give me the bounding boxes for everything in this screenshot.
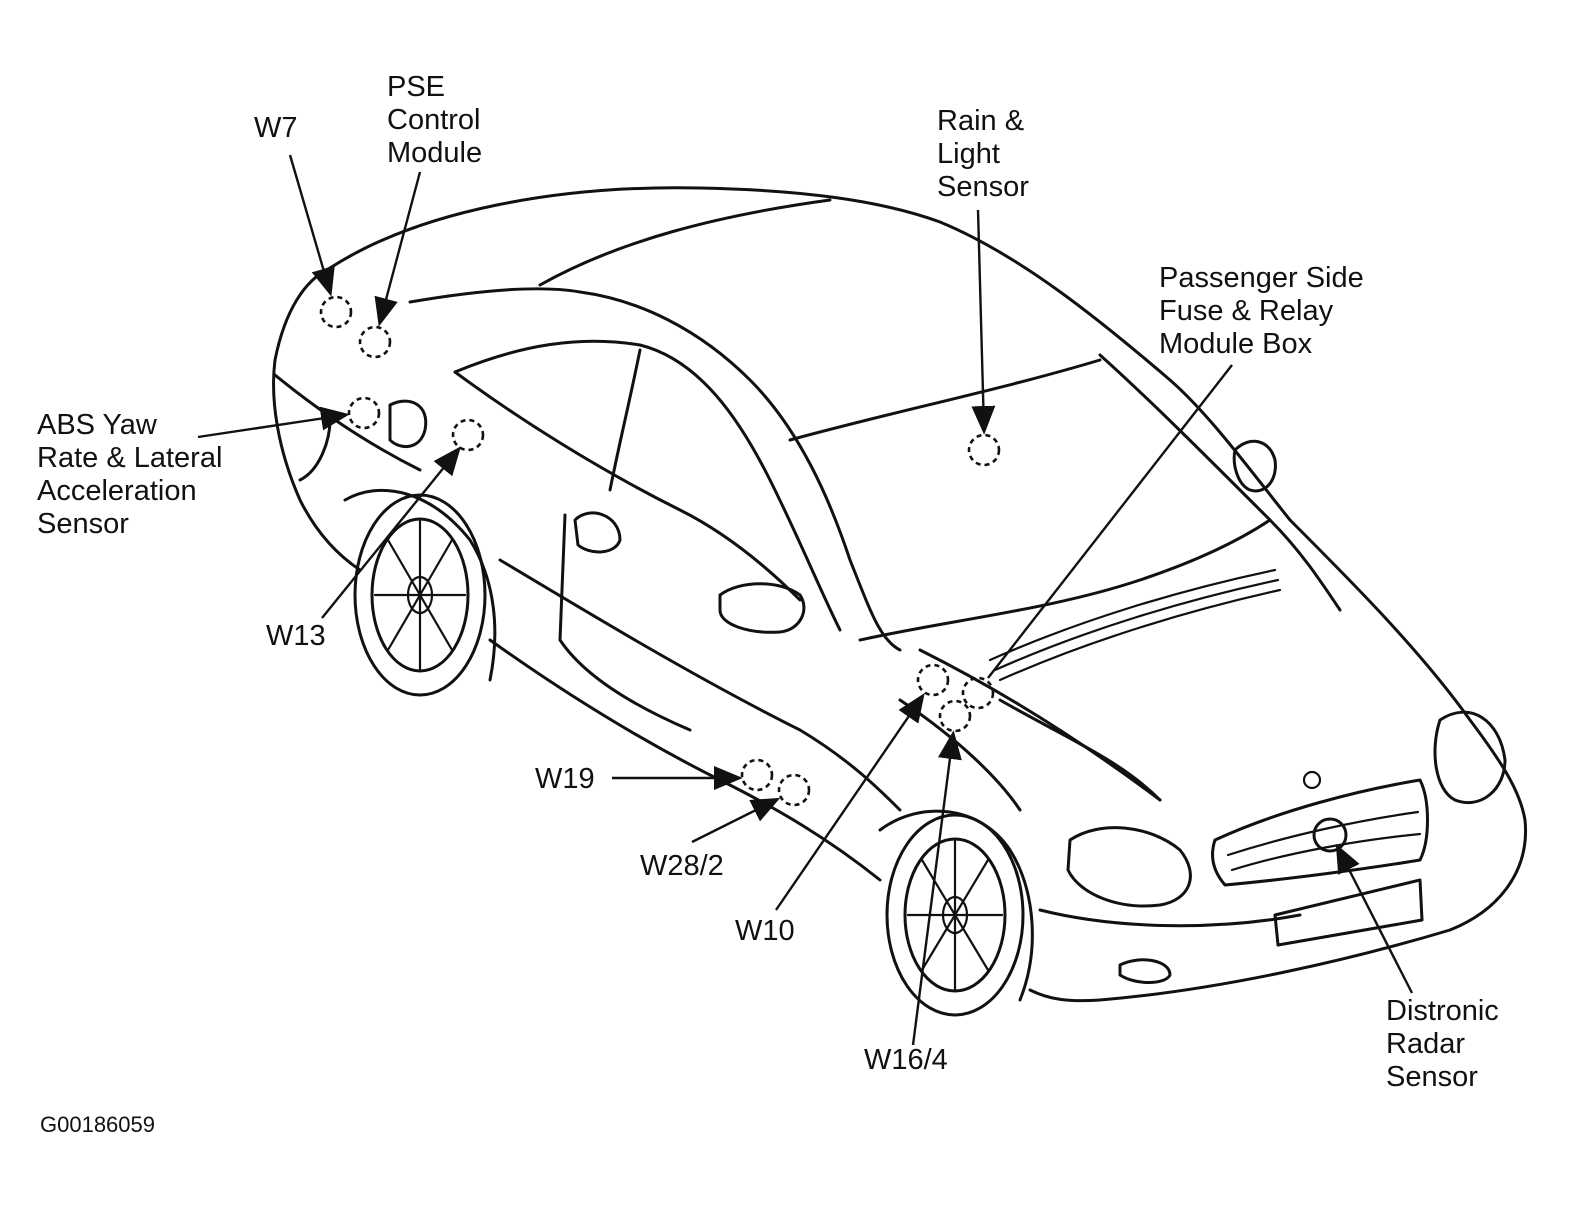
marker-w16-4 — [938, 699, 972, 733]
label-distronic-radar-sensor: Distronic Radar Sensor — [1386, 995, 1499, 1093]
label-w13: W13 — [266, 620, 326, 652]
figure-id: G00186059 — [40, 1112, 155, 1137]
marker-w19 — [740, 758, 774, 792]
leader-abs-yaw — [197, 406, 350, 439]
leader-rain-light — [971, 209, 996, 435]
marker-w28-2 — [777, 773, 811, 807]
leader-w28-2 — [691, 797, 781, 844]
marker-w10 — [916, 663, 950, 697]
leader-lines — [197, 154, 1414, 1046]
marker-w13 — [451, 418, 485, 452]
label-pse-control-module: PSE Control Module — [387, 71, 483, 169]
leader-w10 — [775, 693, 925, 911]
leader-w13 — [321, 446, 462, 619]
car-details — [298, 348, 1507, 984]
car-body-outline — [272, 186, 1528, 1003]
rear-wheel — [343, 488, 497, 697]
marker-rain-light-sensor — [967, 433, 1001, 467]
label-w19: W19 — [535, 763, 595, 795]
leader-w16-4 — [911, 730, 962, 1046]
label-w16-4: W16/4 — [864, 1044, 948, 1076]
marker-pse-control-module — [358, 325, 392, 359]
leader-fuse-relay — [987, 364, 1233, 679]
leader-distronic — [1335, 843, 1414, 994]
label-abs-yaw-sensor: ABS Yaw Rate & Lateral Acceleration Sens… — [37, 409, 223, 540]
label-w28-2: W28/2 — [640, 850, 724, 882]
marker-w7 — [319, 295, 353, 329]
marker-abs-yaw-sensor — [347, 396, 381, 430]
label-w10: W10 — [735, 915, 795, 947]
leader-w7 — [288, 154, 335, 297]
label-rain-light-sensor: Rain & Light Sensor — [937, 105, 1029, 203]
leader-pse — [374, 171, 422, 327]
label-fuse-relay-box: Passenger Side Fuse & Relay Module Box — [1159, 262, 1364, 360]
front-wheel — [878, 809, 1034, 1017]
location-markers — [319, 295, 1001, 807]
marker-fuse-relay-box — [961, 676, 995, 710]
label-w7: W7 — [254, 112, 298, 144]
